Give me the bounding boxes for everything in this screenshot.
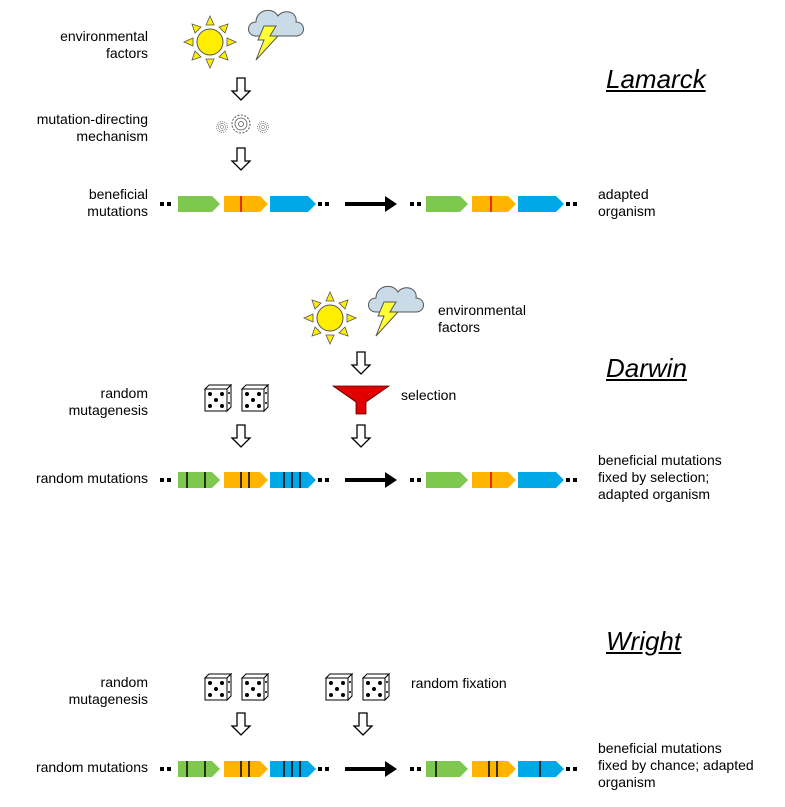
- gene-chain-left: [160, 196, 329, 212]
- random-mutations-label: random mutations: [35, 470, 148, 486]
- fixed-by-chance-label: beneficial mutations fixed by chance; ad…: [598, 740, 754, 790]
- dice-icon: [325, 673, 353, 701]
- dice-icon: [241, 673, 269, 701]
- hollow-arrow-icon: [231, 147, 251, 171]
- dice-icon: [362, 673, 390, 701]
- sun-icon: [183, 15, 237, 69]
- hollow-arrow-icon: [231, 712, 251, 736]
- gene-chain-right: [410, 472, 577, 488]
- bold-arrow-icon: [343, 470, 399, 490]
- beneficial-mutations-label: beneficial mutations: [87, 186, 148, 219]
- random-mutagenesis-label: random mutagenesis: [68, 385, 148, 418]
- gene-chain-left: [160, 472, 329, 488]
- gene-chain-right: [410, 196, 577, 212]
- funnel-icon: [331, 385, 391, 415]
- section-title-darwin: Darwin: [606, 353, 687, 383]
- fixed-by-selection-label: beneficial mutations fixed by selection;…: [598, 452, 722, 502]
- hollow-arrow-icon: [231, 424, 251, 448]
- env-factors-label: environmental factors: [60, 28, 148, 61]
- section-title-lamarck: Lamarck: [606, 64, 706, 94]
- storm-cloud-icon: [248, 9, 304, 61]
- adapted-organism-label: adapted organism: [598, 186, 656, 219]
- gene-chain-left: [160, 761, 329, 777]
- hollow-arrow-icon: [353, 712, 373, 736]
- hollow-arrow-icon: [231, 77, 251, 101]
- random-mutations-label: random mutations: [35, 759, 148, 775]
- random-fixation-label: random fixation: [411, 675, 507, 691]
- sun-icon: [303, 291, 357, 345]
- mutation-marks: [186, 761, 301, 777]
- gene-chain-right: [410, 761, 577, 777]
- hollow-arrow-icon: [351, 424, 371, 448]
- mutation-marks: [186, 472, 301, 488]
- section-title-wright: Wright: [606, 626, 682, 656]
- bold-arrow-icon: [343, 194, 399, 214]
- env-factors-label: environmental factors: [438, 302, 526, 335]
- dice-icon: [204, 384, 232, 412]
- bold-arrow-icon: [343, 759, 399, 779]
- gears-icon: [216, 114, 269, 134]
- random-mutagenesis-label: random mutagenesis: [68, 674, 148, 707]
- dice-icon: [241, 384, 269, 412]
- mutation-marks: [435, 761, 541, 777]
- dice-icon: [204, 673, 232, 701]
- storm-cloud-icon: [368, 285, 424, 337]
- hollow-arrow-icon: [351, 351, 371, 375]
- mechanism-label: mutation-directing mechanism: [36, 111, 148, 144]
- selection-label: selection: [401, 387, 457, 403]
